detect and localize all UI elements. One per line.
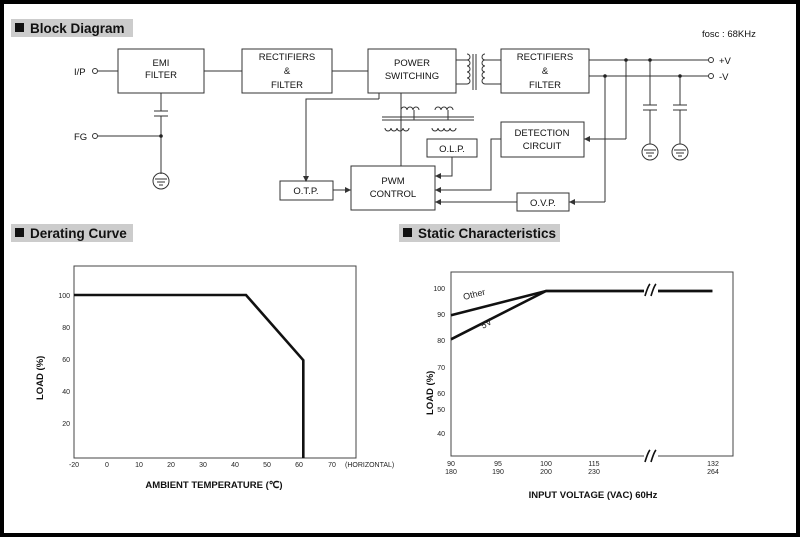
derating-x-unit-note: (HORIZONTAL) (345, 462, 394, 469)
static-xtick-bottom: 200 (540, 469, 552, 476)
derating-ytick: 100 (58, 293, 70, 300)
fg-terminal (92, 133, 98, 139)
rect2-label-2: & (542, 66, 549, 77)
derating-series-line (74, 293, 305, 458)
static-xtick-top: 90 (447, 461, 455, 468)
derating-xtick: 10 (135, 462, 143, 469)
derating-y-label: LOAD (%) (35, 356, 46, 400)
derating-xtick: 20 (167, 462, 175, 469)
vplus-terminal (708, 57, 714, 63)
block-diagram: Block Diagram fosc : 68KHz EMI FILTER RE… (11, 19, 756, 212)
derating-xtick: 0 (105, 462, 109, 469)
pwm-label-2: CONTROL (370, 189, 416, 200)
static-title: Static Characteristics (418, 226, 556, 241)
ip-terminal (92, 68, 98, 74)
static-xtick-top: 132 (707, 461, 719, 468)
axis-break-icon (644, 448, 658, 464)
rect1-label-3: FILTER (271, 80, 303, 91)
emi-label-2: FILTER (145, 70, 177, 81)
ovp-label: O.V.P. (530, 198, 556, 209)
fosc-label: fosc : 68KHz (702, 29, 756, 40)
static-ytick: 80 (437, 338, 445, 345)
pwm-control-block (350, 165, 436, 211)
static-xtick-top: 95 (494, 461, 502, 468)
otp-label: O.T.P. (293, 186, 318, 197)
ip-label: I/P (74, 67, 86, 78)
arrow-icons (303, 136, 590, 205)
derating-ytick: 80 (62, 325, 70, 332)
derating-title: Derating Curve (30, 226, 127, 241)
vplus-label: +V (719, 56, 732, 67)
bullet-icon (15, 228, 24, 237)
derating-x-label: AMBIENT TEMPERATURE (℃) (145, 480, 282, 491)
static-title-bg (399, 224, 560, 242)
derating-ytick: 60 (62, 357, 70, 364)
static-x-ticks: 90 180 95 190 100 200 115 230 132 264 (445, 461, 719, 476)
vminus-terminal (708, 73, 714, 79)
static-plot-frame (450, 271, 734, 457)
derating-title-bg (11, 224, 133, 242)
rectifier-filter-block-1 (241, 48, 333, 94)
transformer-icons (382, 53, 490, 132)
capacitor-icons (154, 104, 687, 117)
bullet-icon (15, 23, 24, 32)
rect1-label-2: & (284, 66, 291, 77)
derating-ytick: 20 (62, 421, 70, 428)
derating-curve-section: Derating Curve 100 80 60 40 20 -20 0 10 … (11, 224, 394, 491)
derating-xtick: 70 (328, 462, 336, 469)
derating-xtick: 30 (199, 462, 207, 469)
derating-x-ticks: -20 0 10 20 30 40 50 60 70 (HORIZONTAL) (69, 462, 394, 469)
psw-label-2: SWITCHING (385, 71, 439, 82)
det-label-2: CIRCUIT (523, 141, 562, 152)
vminus-label: -V (719, 72, 729, 83)
block-diagram-title-bg (11, 19, 133, 37)
emi-label-1: EMI (153, 58, 170, 69)
spec-sheet: Block Diagram fosc : 68KHz EMI FILTER RE… (4, 4, 796, 533)
derating-ytick: 40 (62, 389, 70, 396)
ground-icons (152, 143, 689, 190)
derating-plot-frame (73, 265, 357, 459)
static-ytick: 60 (437, 391, 445, 398)
static-ytick: 90 (437, 312, 445, 319)
psw-label-1: POWER (394, 58, 430, 69)
bullet-icon (403, 228, 412, 237)
derating-xtick: 40 (231, 462, 239, 469)
static-y-label: LOAD (%) (425, 371, 436, 415)
series-label-5v: 5V (479, 317, 494, 331)
junction-dots (159, 58, 682, 138)
spec-drawing: Block Diagram fosc : 68KHz EMI FILTER RE… (11, 19, 756, 501)
det-label-1: DETECTION (515, 128, 570, 139)
static-xtick-bottom: 180 (445, 469, 457, 476)
static-x-label: INPUT VOLTAGE (VAC) 60Hz (529, 490, 658, 501)
derating-y-ticks: 100 80 60 40 20 (58, 293, 70, 428)
static-ytick: 40 (437, 431, 445, 438)
block-diagram-title: Block Diagram (30, 21, 125, 36)
static-ytick: 50 (437, 407, 445, 414)
detection-circuit-block (500, 121, 585, 158)
rect2-label-3: FILTER (529, 80, 561, 91)
static-ytick: 100 (433, 286, 445, 293)
rectifier-filter-block-2 (500, 48, 590, 94)
static-xtick-top: 115 (588, 461, 599, 468)
olp-label: O.L.P. (439, 144, 465, 155)
static-characteristics-section: Static Characteristics 100 90 80 70 60 5… (399, 224, 734, 501)
static-xtick-top: 100 (540, 461, 552, 468)
rect1-label-1: RECTIFIERS (259, 52, 315, 63)
static-xtick-bottom: 264 (707, 469, 719, 476)
axis-break-icon (644, 282, 658, 298)
fg-label: FG (74, 132, 87, 143)
derating-xtick: -20 (69, 462, 79, 469)
static-y-ticks: 100 90 80 70 60 50 40 (433, 286, 445, 438)
pwm-label-1: PWM (381, 176, 404, 187)
static-xtick-bottom: 190 (492, 469, 504, 476)
derating-xtick: 50 (263, 462, 271, 469)
static-ytick: 70 (437, 365, 445, 372)
derating-xtick: 60 (295, 462, 303, 469)
static-xtick-bottom: 230 (588, 469, 600, 476)
rect2-label-1: RECTIFIERS (517, 52, 573, 63)
